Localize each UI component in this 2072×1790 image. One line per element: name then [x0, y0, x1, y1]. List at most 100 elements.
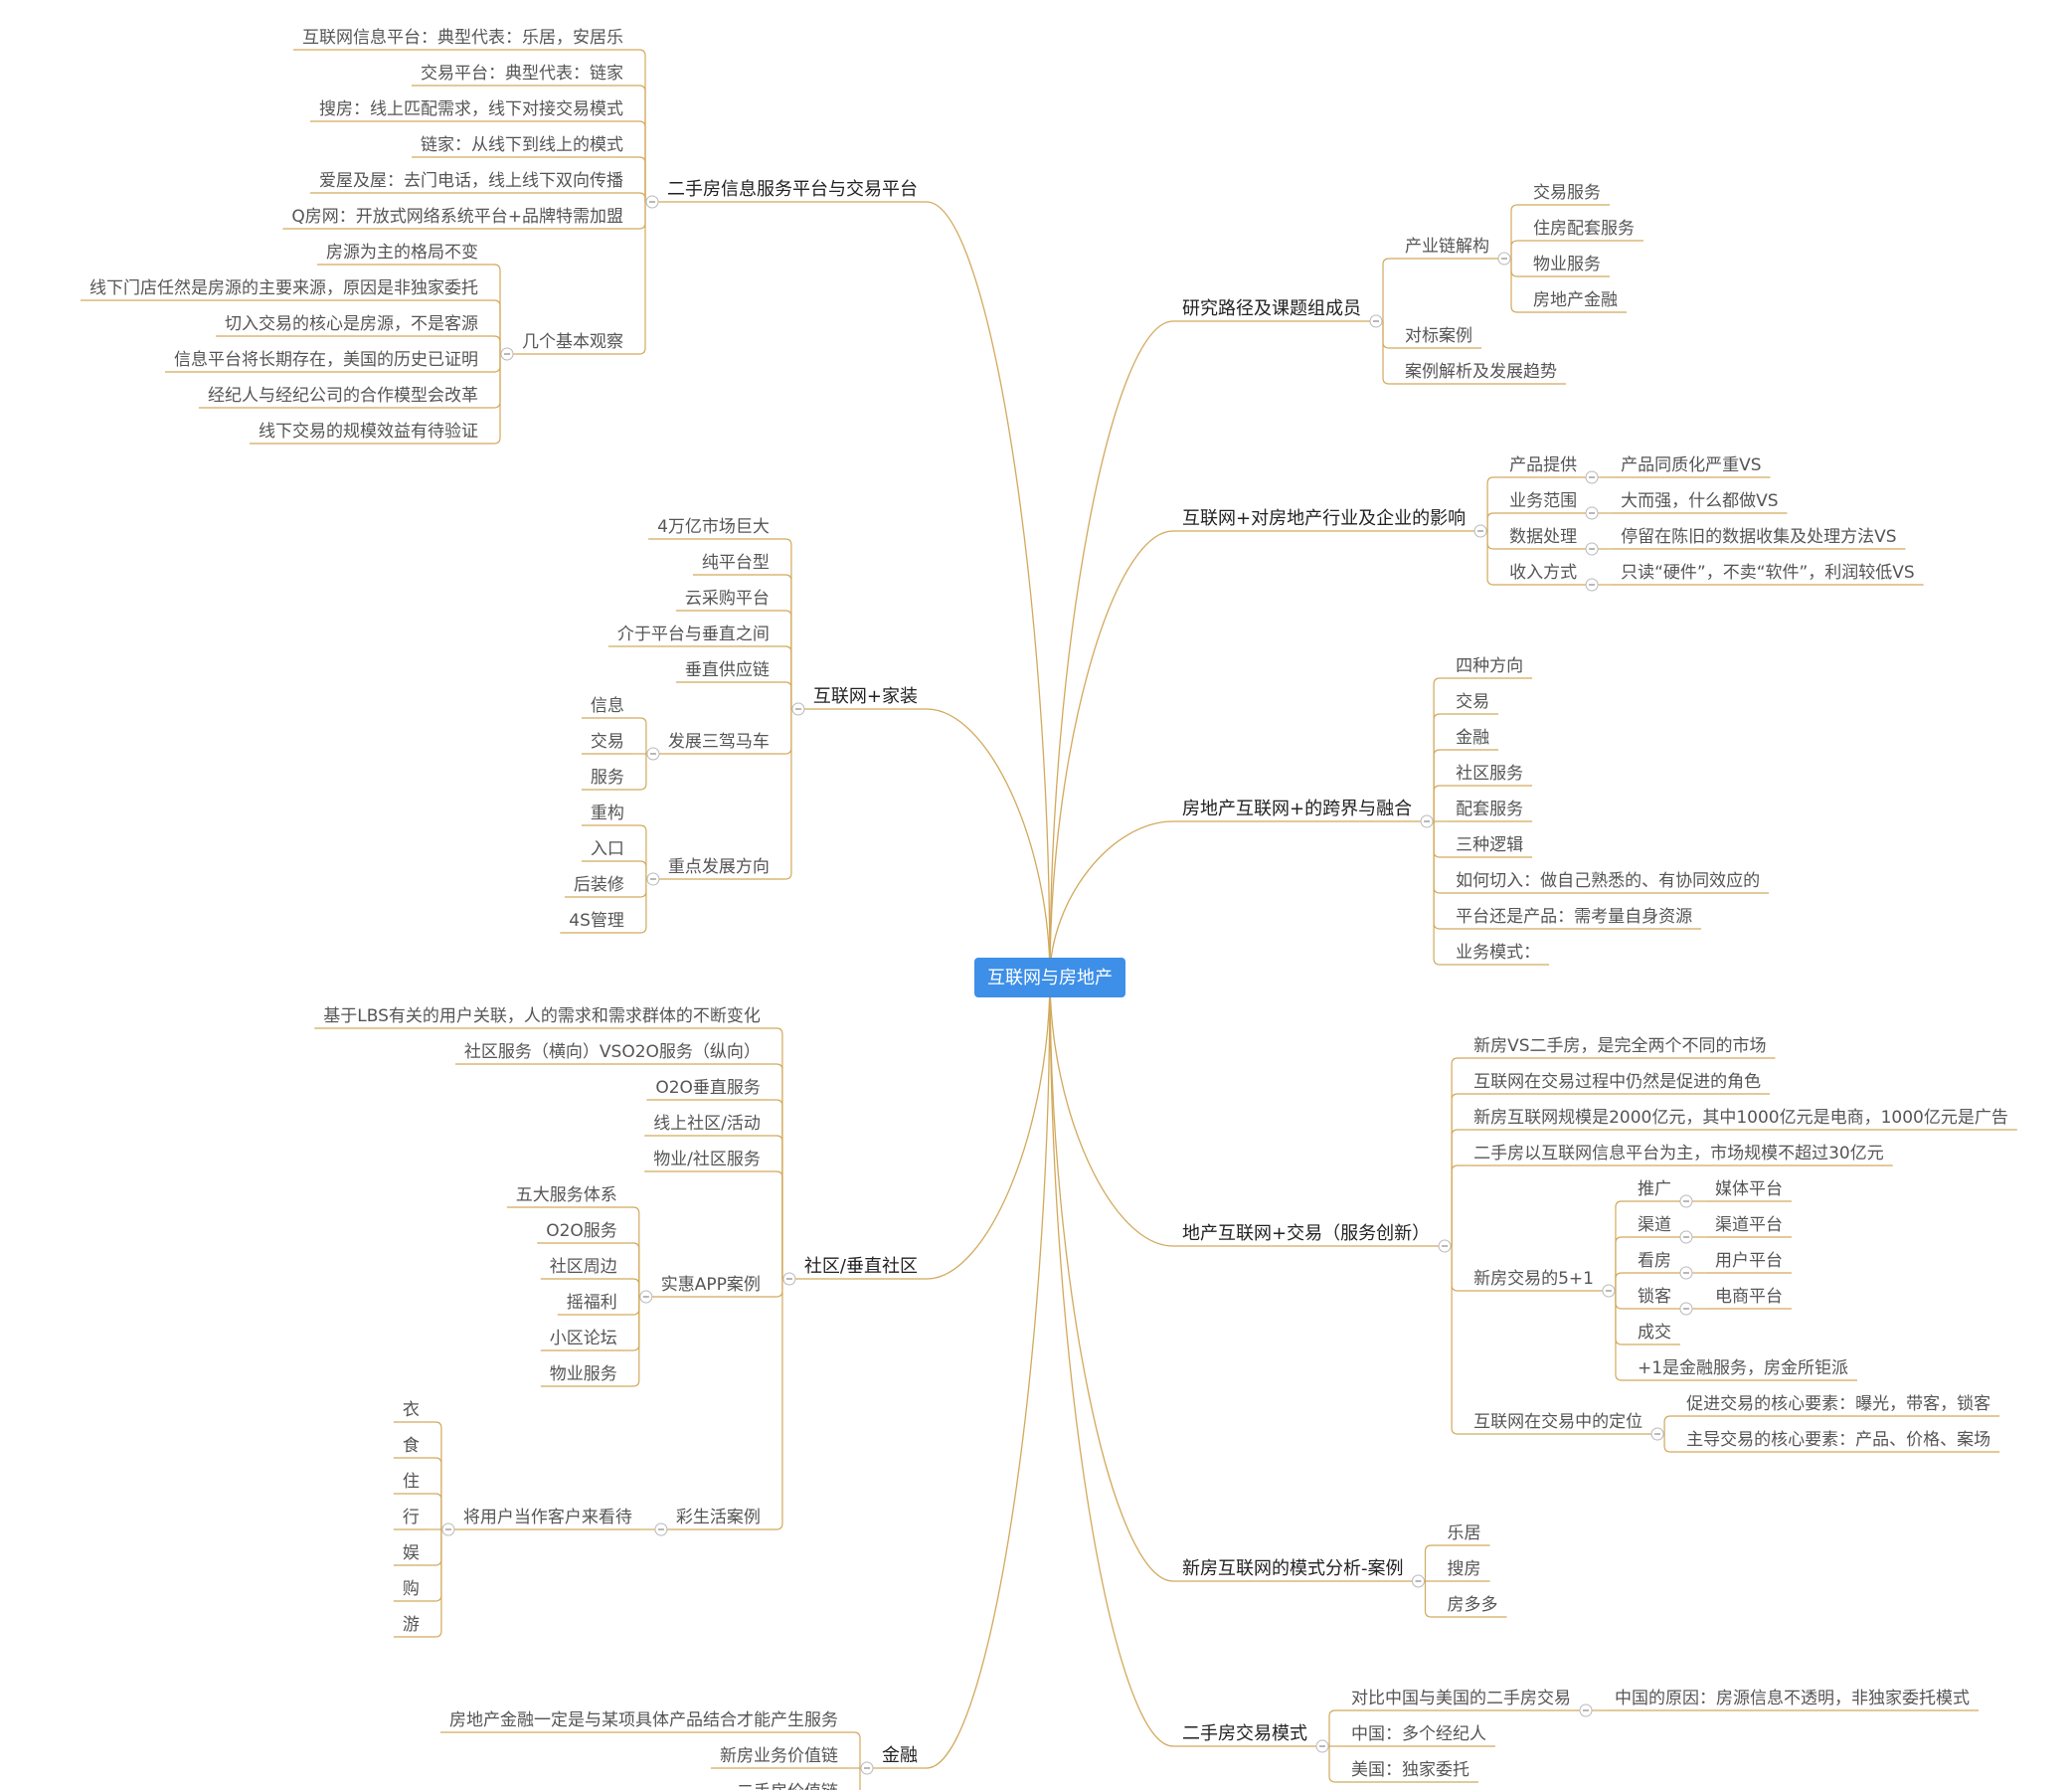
mindmap-node-branch-3-3[interactable]: O2O垂直服务: [655, 1078, 761, 1098]
mindmap-node-branch-2-7-1[interactable]: 重构: [591, 804, 624, 823]
mindmap-node-branch-7-1[interactable]: 四种方向: [1456, 656, 1523, 676]
collapse-toggle-branch-8-5-1[interactable]: [1679, 1194, 1693, 1208]
mindmap-node-branch-3-6-2[interactable]: O2O服务: [546, 1221, 617, 1241]
mindmap-node-branch-8-1[interactable]: 新房VS二手房，是完全两个不同的市场: [1473, 1036, 1766, 1056]
mindmap-node-branch-5-1-4[interactable]: 房地产金融: [1533, 290, 1618, 310]
mindmap-node-branch-6-3-1[interactable]: 停留在陈旧的数据收集及处理方法VS: [1621, 527, 1896, 547]
mindmap-node-branch-6-3[interactable]: 数据处理: [1509, 527, 1577, 547]
mindmap-node-branch-9-1[interactable]: 乐居: [1447, 1523, 1480, 1543]
mindmap-node-branch-1-4[interactable]: 链家：从线下到线上的模式: [421, 135, 623, 155]
mindmap-node-branch-1-7-6[interactable]: 线下交易的规模效益有待验证: [259, 422, 478, 442]
mindmap-node-branch-6-1[interactable]: 产品提供: [1509, 455, 1577, 475]
mindmap-node-branch-8-5-1-1[interactable]: 媒体平台: [1715, 1179, 1783, 1199]
collapse-toggle-branch-5-1[interactable]: [1497, 252, 1511, 266]
mindmap-node-branch-7-2[interactable]: 交易: [1456, 692, 1489, 712]
mindmap-node-branch-6-4[interactable]: 收入方式: [1509, 563, 1577, 583]
mindmap-node-branch-8[interactable]: 地产互联网+交易（服务创新）: [1182, 1223, 1430, 1244]
collapse-toggle-branch-2-6[interactable]: [646, 747, 660, 761]
collapse-toggle-branch-6-1[interactable]: [1585, 470, 1599, 484]
mindmap-node-branch-3-7-1-7[interactable]: 游: [403, 1615, 420, 1635]
mindmap-node-branch-10-1[interactable]: 对比中国与美国的二手房交易: [1351, 1689, 1571, 1708]
mindmap-node-branch-2-3[interactable]: 云采购平台: [685, 589, 770, 609]
mindmap-node-branch-2-7-2[interactable]: 入口: [591, 839, 624, 859]
mindmap-node-branch-4-2[interactable]: 新房业务价值链: [720, 1746, 838, 1766]
mindmap-node-branch-7-9[interactable]: 业务模式：: [1456, 943, 1540, 963]
mindmap-node-branch-8-4[interactable]: 二手房以互联网信息平台为主，市场规模不超过30亿元: [1473, 1144, 1884, 1164]
mindmap-node-branch-2-6-2[interactable]: 交易: [591, 732, 624, 752]
collapse-toggle-branch-8-5[interactable]: [1602, 1284, 1616, 1298]
mindmap-node-branch-7[interactable]: 房地产互联网+的跨界与融合: [1182, 799, 1412, 819]
mindmap-node-branch-2-7[interactable]: 重点发展方向: [668, 857, 770, 877]
mindmap-node-branch-4-1[interactable]: 房地产金融一定是与某项具体产品结合才能产生服务: [449, 1710, 838, 1730]
mindmap-node-branch-8-2[interactable]: 互联网在交易过程中仍然是促进的角色: [1473, 1072, 1761, 1092]
mindmap-node-branch-8-3[interactable]: 新房互联网规模是2000亿元，其中1000亿元是电商，1000亿元是广告: [1473, 1108, 2008, 1128]
collapse-toggle-branch-6-2[interactable]: [1585, 506, 1599, 520]
mindmap-node-branch-5-1-3[interactable]: 物业服务: [1533, 255, 1601, 274]
collapse-toggle-branch-8-6[interactable]: [1650, 1427, 1664, 1441]
mindmap-node-branch-1-7-1[interactable]: 房源为主的格局不变: [326, 243, 478, 263]
mindmap-node-branch-9-3[interactable]: 房多多: [1447, 1595, 1497, 1615]
mindmap-node-branch-8-5[interactable]: 新房交易的5+1: [1473, 1269, 1594, 1289]
collapse-toggle-branch-8-5-3[interactable]: [1679, 1266, 1693, 1280]
mindmap-node-branch-3-6-5[interactable]: 小区论坛: [550, 1329, 617, 1348]
mindmap-node-branch-5-1-1[interactable]: 交易服务: [1533, 183, 1601, 203]
mindmap-node-branch-2-7-4[interactable]: 4S管理: [569, 911, 624, 931]
mindmap-node-branch-10-3[interactable]: 美国：独家委托: [1351, 1760, 1469, 1780]
mindmap-node-branch-4[interactable]: 金融: [882, 1745, 918, 1766]
root-node-box[interactable]: [974, 958, 1125, 997]
mindmap-node-branch-1-7[interactable]: 几个基本观察: [522, 332, 623, 352]
mindmap-node-branch-8-5-2-1[interactable]: 渠道平台: [1715, 1215, 1783, 1235]
collapse-toggle-branch-3[interactable]: [782, 1272, 796, 1286]
collapse-toggle-branch-7[interactable]: [1420, 814, 1434, 828]
collapse-toggle-branch-3-6[interactable]: [639, 1290, 653, 1304]
mindmap-node-branch-3-6-6[interactable]: 物业服务: [550, 1364, 617, 1384]
collapse-toggle-branch-8-5-2[interactable]: [1679, 1230, 1693, 1244]
collapse-toggle-branch-6-3[interactable]: [1585, 542, 1599, 556]
mindmap-node-branch-3-5[interactable]: 物业/社区服务: [653, 1150, 761, 1169]
mindmap-node-branch-2[interactable]: 互联网+家装: [813, 686, 918, 707]
mindmap-node-branch-1-2[interactable]: 交易平台：典型代表：链家: [421, 64, 623, 84]
mindmap-node-branch-8-5-4[interactable]: 锁客: [1638, 1287, 1671, 1307]
mindmap-node-branch-5-3[interactable]: 案例解析及发展趋势: [1405, 362, 1557, 382]
mindmap-node-branch-2-1[interactable]: 4万亿市场巨大: [657, 517, 770, 537]
collapse-toggle-branch-2-7[interactable]: [646, 872, 660, 886]
mindmap-node-branch-3-6-4[interactable]: 摇福利: [567, 1293, 617, 1313]
mindmap-node-branch-1-7-5[interactable]: 经纪人与经纪公司的合作模型会改革: [208, 386, 478, 406]
mindmap-node-branch-3-6[interactable]: 实惠APP案例: [661, 1275, 761, 1295]
collapse-toggle-branch-1[interactable]: [645, 195, 659, 209]
mindmap-node-branch-5[interactable]: 研究路径及课题组成员: [1182, 298, 1361, 319]
mindmap-node-branch-6[interactable]: 互联网+对房地产行业及企业的影响: [1182, 508, 1466, 529]
collapse-toggle-branch-3-7[interactable]: [654, 1522, 668, 1536]
mindmap-node-branch-2-6[interactable]: 发展三驾马车: [668, 732, 770, 752]
mindmap-node-branch-7-4[interactable]: 社区服务: [1456, 764, 1523, 784]
mindmap-node-branch-2-2[interactable]: 纯平台型: [702, 553, 770, 573]
mindmap-node-branch-7-3[interactable]: 金融: [1456, 728, 1489, 748]
collapse-toggle-branch-6-4[interactable]: [1585, 578, 1599, 592]
mindmap-node-branch-8-5-3[interactable]: 看房: [1638, 1251, 1671, 1271]
collapse-toggle-branch-1-7[interactable]: [500, 347, 514, 361]
mindmap-node-branch-8-5-6[interactable]: +1是金融服务，房金所钜派: [1638, 1358, 1848, 1378]
mindmap-node-branch-10[interactable]: 二手房交易模式: [1182, 1723, 1307, 1744]
mindmap-node-branch-8-6-1[interactable]: 促进交易的核心要素：曝光，带客，锁客: [1686, 1394, 1990, 1414]
mindmap-node-branch-6-2-1[interactable]: 大而强，什么都做VS: [1621, 491, 1778, 511]
mindmap-node-branch-2-4[interactable]: 介于平台与垂直之间: [617, 625, 770, 644]
mindmap-node-branch-1-5[interactable]: 爱屋及屋：去门电话，线上线下双向传播: [319, 171, 623, 191]
collapse-toggle-branch-10-1[interactable]: [1579, 1703, 1593, 1717]
mindmap-node-branch-2-6-3[interactable]: 服务: [591, 768, 624, 788]
mindmap-node-branch-3-4[interactable]: 线上社区/活动: [653, 1114, 761, 1134]
mindmap-node-branch-5-1[interactable]: 产业链解构: [1405, 237, 1489, 257]
mindmap-node-branch-3-7-1-5[interactable]: 娱: [403, 1543, 420, 1563]
mindmap-node-branch-3-7-1-6[interactable]: 购: [403, 1579, 420, 1599]
mindmap-node-branch-3-7-1-3[interactable]: 住: [403, 1472, 420, 1492]
mindmap-node-branch-8-6[interactable]: 互联网在交易中的定位: [1473, 1412, 1642, 1432]
mindmap-node-branch-8-5-3-1[interactable]: 用户平台: [1715, 1251, 1783, 1271]
mindmap-node-branch-8-6-2[interactable]: 主导交易的核心要素：产品、价格、案场: [1686, 1430, 1990, 1450]
mindmap-node-branch-1-7-3[interactable]: 切入交易的核心是房源，不是客源: [225, 314, 478, 334]
mindmap-node-branch-7-5[interactable]: 配套服务: [1456, 800, 1523, 819]
mindmap-node-branch-1-1[interactable]: 互联网信息平台：典型代表：乐居，安居乐: [302, 28, 623, 48]
mindmap-node-branch-3-7-1-2[interactable]: 食: [403, 1436, 420, 1456]
mindmap-node-branch-5-2[interactable]: 对标案例: [1405, 326, 1472, 346]
collapse-toggle-branch-9[interactable]: [1411, 1574, 1425, 1588]
collapse-toggle-branch-8[interactable]: [1438, 1239, 1452, 1253]
mindmap-node-branch-2-6-1[interactable]: 信息: [591, 696, 624, 716]
